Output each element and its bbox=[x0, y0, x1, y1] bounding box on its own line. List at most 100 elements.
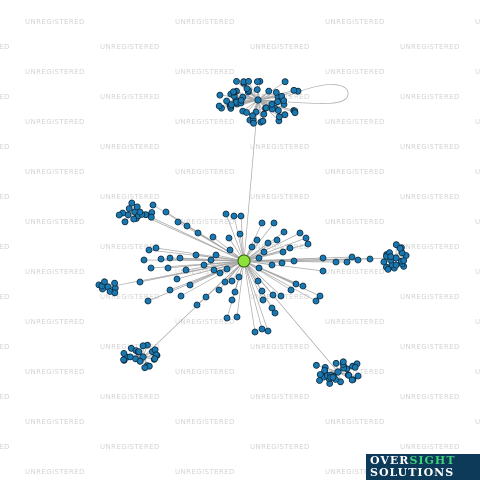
graph-node bbox=[223, 97, 231, 105]
graph-node bbox=[392, 261, 400, 269]
graph-edge bbox=[243, 260, 263, 330]
watermark-text: UNREGISTERED bbox=[400, 43, 460, 51]
watermark-text: UNREGISTERED bbox=[325, 468, 385, 476]
watermark-text: UNREGISTERED bbox=[400, 243, 460, 251]
graph-node bbox=[229, 88, 237, 96]
graph-node bbox=[348, 376, 356, 384]
graph-node bbox=[265, 87, 273, 95]
graph-node bbox=[332, 359, 340, 367]
graph-node bbox=[111, 279, 118, 287]
brand-logo-line1: OVERSIGHT bbox=[370, 455, 456, 467]
graph-node bbox=[332, 258, 340, 266]
watermark-text: UNREGISTERED bbox=[475, 418, 480, 426]
graph-node bbox=[348, 253, 356, 261]
graph-node bbox=[126, 353, 134, 361]
graph-node bbox=[321, 366, 329, 374]
watermark-text: UNREGISTERED bbox=[100, 93, 160, 101]
graph-node bbox=[225, 234, 233, 242]
watermark-text: UNREGISTERED bbox=[325, 18, 385, 26]
graph-edge bbox=[219, 94, 259, 101]
watermark-text: UNREGISTERED bbox=[25, 68, 85, 76]
graph-node bbox=[334, 368, 342, 376]
graph-node bbox=[147, 213, 155, 221]
graph-node bbox=[319, 267, 327, 275]
graph-node bbox=[268, 304, 276, 312]
watermark-text: UNREGISTERED bbox=[175, 468, 235, 476]
watermark-text: UNREGISTERED bbox=[25, 368, 85, 376]
graph-node bbox=[128, 199, 136, 207]
graph-node bbox=[380, 258, 388, 266]
watermark-text: UNREGISTERED bbox=[475, 118, 480, 126]
graph-node bbox=[316, 377, 323, 384]
graph-node bbox=[233, 313, 241, 321]
graph-node bbox=[192, 251, 200, 259]
graph-node bbox=[253, 236, 261, 244]
graph-node bbox=[255, 254, 263, 262]
graph-node bbox=[287, 286, 295, 294]
edge-layer bbox=[98, 81, 407, 384]
graph-node bbox=[343, 258, 351, 266]
graph-node bbox=[194, 229, 202, 237]
graph-node bbox=[272, 89, 280, 96]
graph-node bbox=[278, 259, 286, 267]
graph-node bbox=[251, 328, 259, 336]
graph-node bbox=[135, 348, 143, 356]
watermark-text: UNREGISTERED bbox=[250, 143, 310, 151]
watermark-text: UNREGISTERED bbox=[25, 418, 85, 426]
graph-node bbox=[262, 104, 270, 112]
graph-node bbox=[228, 296, 236, 304]
graph-node bbox=[243, 85, 251, 93]
watermark-text: UNREGISTERED bbox=[250, 243, 310, 251]
watermark-text: UNREGISTERED bbox=[0, 243, 10, 251]
watermark-text: UNREGISTERED bbox=[25, 168, 85, 176]
graph-node bbox=[222, 210, 230, 218]
graph-node bbox=[136, 357, 144, 365]
graph-edge bbox=[243, 237, 307, 262]
watermark-text: UNREGISTERED bbox=[400, 393, 460, 401]
graph-node bbox=[249, 112, 257, 120]
graph-node bbox=[268, 100, 276, 108]
graph-node bbox=[253, 78, 261, 85]
graph-node bbox=[141, 364, 149, 372]
graph-node bbox=[202, 293, 210, 301]
graph-node bbox=[354, 256, 362, 264]
graph-edge bbox=[243, 260, 269, 332]
watermark-text: UNREGISTERED bbox=[250, 43, 310, 51]
graph-node bbox=[291, 109, 299, 117]
graph-node bbox=[157, 255, 165, 263]
graph-node bbox=[260, 248, 268, 256]
watermark-text: UNREGISTERED bbox=[325, 168, 385, 176]
watermark-text: UNREGISTERED bbox=[325, 68, 385, 76]
watermark-text: UNREGISTERED bbox=[475, 368, 480, 376]
graph-node bbox=[280, 228, 288, 236]
graph-node bbox=[339, 358, 347, 366]
watermark-text: UNREGISTERED bbox=[325, 368, 385, 376]
watermark-text: UNREGISTERED bbox=[0, 393, 10, 401]
graph-edge bbox=[243, 99, 259, 262]
graph-edge bbox=[233, 215, 245, 262]
graph-edge bbox=[225, 213, 245, 262]
graph-node bbox=[351, 363, 359, 371]
watermark-text: UNREGISTERED bbox=[400, 293, 460, 301]
graph-node bbox=[133, 203, 141, 211]
graph-node bbox=[253, 86, 261, 93]
graph-node bbox=[166, 254, 174, 262]
graph-node bbox=[280, 97, 288, 104]
graph-edge bbox=[243, 260, 292, 291]
graph-edge bbox=[240, 215, 245, 262]
watermark-text: UNREGISTERED bbox=[0, 193, 10, 201]
brand-logo: OVERSIGHT SOLUTIONS bbox=[366, 454, 480, 480]
graph-node bbox=[233, 78, 240, 85]
watermark-text: UNREGISTERED bbox=[0, 143, 10, 151]
graph-node bbox=[281, 78, 289, 86]
watermark-text: UNREGISTERED bbox=[175, 218, 235, 226]
graph-node bbox=[243, 109, 251, 116]
graph-node bbox=[258, 219, 266, 227]
watermark-text: UNREGISTERED bbox=[0, 43, 10, 51]
graph-node bbox=[366, 255, 374, 263]
graph-node bbox=[223, 265, 231, 273]
watermark-text: UNREGISTERED bbox=[325, 118, 385, 126]
watermark-text: UNREGISTERED bbox=[400, 343, 460, 351]
watermark-text: UNREGISTERED bbox=[475, 318, 480, 326]
graph-node bbox=[396, 244, 404, 252]
